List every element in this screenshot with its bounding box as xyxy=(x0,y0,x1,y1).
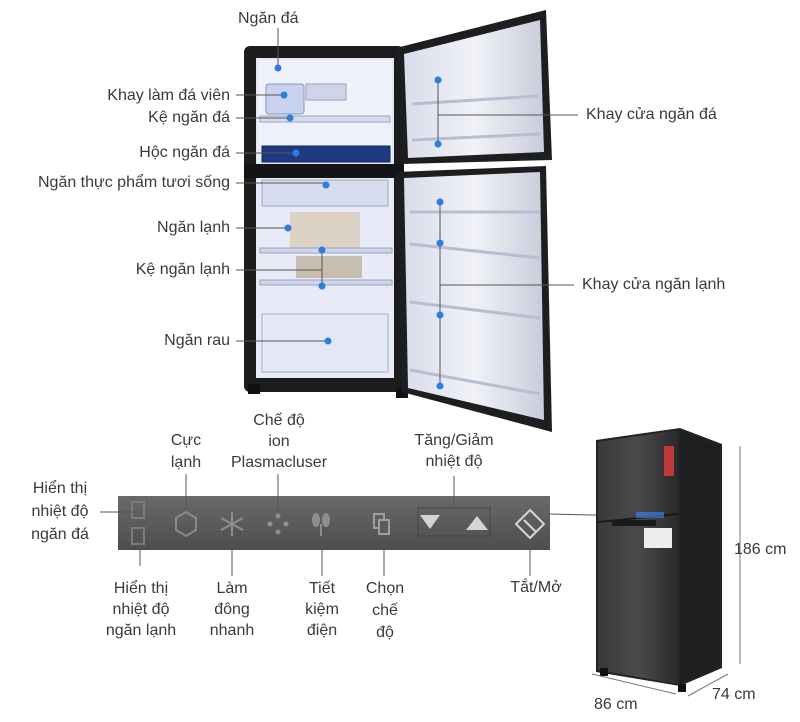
label-che-do-ion: Chế độ ion Plasmacluser xyxy=(230,412,328,471)
snowflake-icon xyxy=(220,512,244,536)
freezer-shelf xyxy=(259,115,391,123)
fridge-shelf-1 xyxy=(259,247,393,254)
label-cuc-lanh: Cực lạnh xyxy=(170,432,202,471)
label-hoc-ngan-da: Hộc ngăn đá xyxy=(139,144,230,161)
plasmacluster-icon xyxy=(267,513,289,535)
label-khay-lam-da: Khay làm đá viên xyxy=(107,87,230,104)
label-khay-cua-ngan-da: Khay cửa ngăn đá xyxy=(586,106,717,123)
label-khay-cua-ngan-lanh: Khay cửa ngăn lạnh xyxy=(582,276,726,293)
open-fridge xyxy=(244,46,408,398)
label-chon-che-do: Chọn chế độ xyxy=(365,580,405,641)
label-ke-ngan-lanh: Kệ ngăn lạnh xyxy=(135,261,230,278)
freezer-drawer xyxy=(261,145,391,163)
label-tang-giam: Tăng/Giảm nhiệt độ xyxy=(414,432,494,470)
temp-down-button xyxy=(420,515,440,529)
temp-up-button xyxy=(466,516,488,530)
dimension-lines xyxy=(591,446,741,697)
ice-tray xyxy=(265,83,305,115)
fridge-shelf-2 xyxy=(259,279,393,286)
dimension-width: 86 cm xyxy=(594,696,638,713)
label-ngan-lanh: Ngăn lạnh xyxy=(157,219,230,236)
label-ngan-rau: Ngăn rau xyxy=(164,332,230,349)
extra-cool-icon xyxy=(175,510,197,538)
label-tiet-kiem: Tiết kiệm điện xyxy=(305,580,339,639)
eco-leaf-icon xyxy=(312,513,330,536)
dimension-depth: 74 cm xyxy=(712,686,756,703)
freezer-display-icon xyxy=(131,501,145,519)
mode-select-icon xyxy=(373,513,390,535)
label-ngan-thuc-pham: Ngăn thực phẩm tươi sống xyxy=(37,174,230,191)
right-pointers xyxy=(434,76,578,390)
vegetable-drawer xyxy=(261,313,389,373)
label-ngan-da: Ngăn đá xyxy=(238,10,299,27)
freezer-door xyxy=(396,10,552,164)
closed-fridge xyxy=(596,428,722,692)
label-hien-thi-ngan-da: Hiển thị nhiệt độ ngăn đá xyxy=(31,480,89,543)
label-tat-mo: Tắt/Mở xyxy=(510,579,562,596)
fridge-door xyxy=(396,166,552,432)
control-panel xyxy=(118,496,550,550)
label-hien-thi-ngan-lanh: Hiển thị nhiệt độ ngăn lạnh xyxy=(105,580,177,639)
fridge-display-icon xyxy=(131,527,145,545)
power-icon xyxy=(514,508,546,540)
label-ke-ngan-da: Kệ ngăn đá xyxy=(148,109,230,126)
left-pointers xyxy=(236,28,332,345)
dimension-height: 186 cm xyxy=(734,541,787,558)
label-lam-dong: Làm đông nhanh xyxy=(209,580,255,639)
